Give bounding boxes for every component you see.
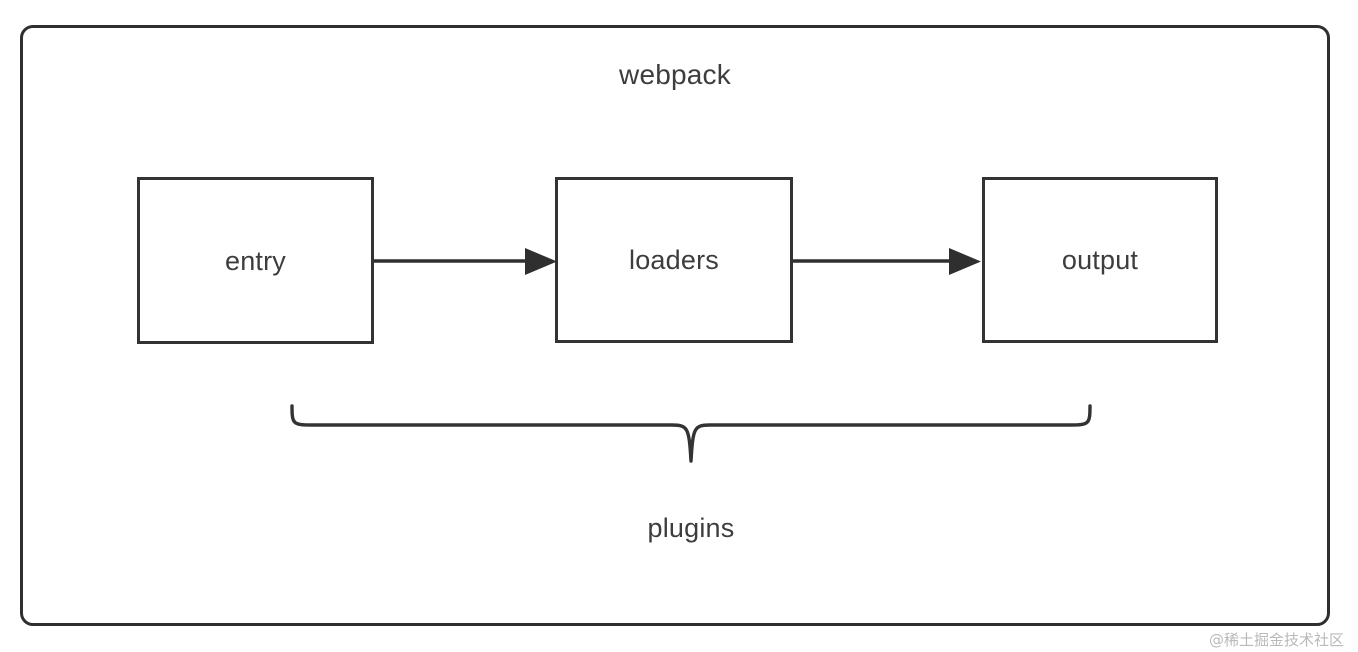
diagram-title-text: webpack xyxy=(619,59,731,90)
watermark: @稀土掘金技术社区 xyxy=(1209,630,1344,650)
stage-box-output[interactable]: output xyxy=(982,177,1218,343)
watermark-text: @稀土掘金技术社区 xyxy=(1208,631,1344,649)
plugins-label-text: plugins xyxy=(647,513,735,543)
plugins-group-label: plugins xyxy=(0,511,1358,545)
stage-box-loaders[interactable]: loaders xyxy=(555,177,793,343)
page-title: webpack xyxy=(0,58,1358,92)
webpack-container-frame xyxy=(20,25,1330,626)
stage-label-loaders: loaders xyxy=(629,245,719,275)
stage-box-entry[interactable]: entry xyxy=(137,177,374,344)
stage-label-entry: entry xyxy=(224,245,287,276)
stage-label-output: output xyxy=(1061,245,1139,275)
